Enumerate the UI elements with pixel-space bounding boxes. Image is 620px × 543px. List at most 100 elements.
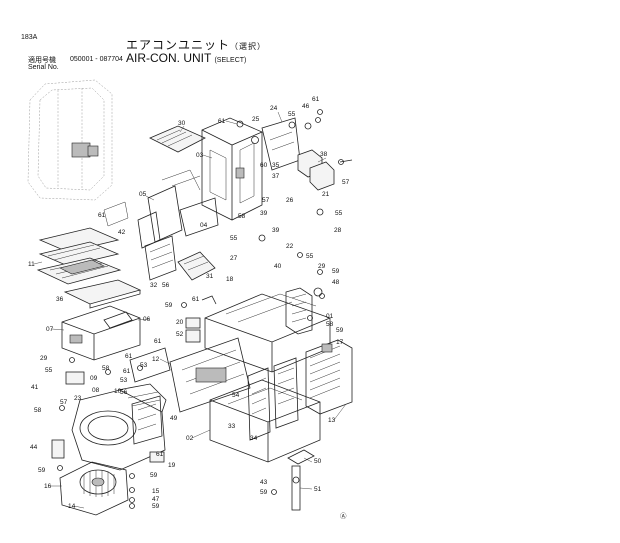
callout-60: 60 <box>260 162 268 169</box>
serial-label-jp: 適用号機 <box>28 56 56 64</box>
callout-59: 59 <box>260 489 268 496</box>
callout-61: 61 <box>98 212 106 219</box>
callout-47: 47 <box>152 496 160 503</box>
serial-range: 050001 - 087704 <box>70 56 123 63</box>
callout-22: 22 <box>286 243 294 250</box>
callout-25: 25 <box>252 116 260 123</box>
callout-59: 59 <box>150 472 158 479</box>
part-09-blower-housing <box>129 337 251 413</box>
part-11-filter-stack <box>36 227 122 285</box>
part-32-panel <box>144 235 177 281</box>
callout-42: 42 <box>118 229 126 236</box>
callout-61: 61 <box>156 451 164 458</box>
callout-61: 61 <box>218 118 226 125</box>
callout-21: 21 <box>322 191 330 198</box>
callout-labels: 30 61 03 25 24 55 46 61 38 60 35 37 21 5… <box>28 96 350 510</box>
part-36-plate <box>63 279 142 309</box>
part-05-cover <box>103 169 219 249</box>
callout-37: 37 <box>272 173 280 180</box>
callout-11: 11 <box>28 261 35 268</box>
callout-55: 55 <box>288 111 296 118</box>
callout-54: 54 <box>232 392 240 399</box>
callout-61: 61 <box>154 338 162 345</box>
cab-ghost-outline <box>27 79 113 201</box>
callout-09: 09 <box>90 375 98 382</box>
callout-56: 56 <box>120 389 128 396</box>
callout-55: 55 <box>335 210 343 217</box>
callout-57: 57 <box>342 179 350 186</box>
title-japanese: エアコンユニット（選択） <box>126 36 266 53</box>
footer-mark: Ⓐ <box>340 512 347 520</box>
callout-58: 58 <box>34 407 42 414</box>
callout-44: 44 <box>30 444 38 451</box>
title-jp-sub: （選択） <box>230 42 267 51</box>
callout-61: 61 <box>312 96 320 103</box>
part-38-actuator <box>297 149 353 191</box>
callout-13: 13 <box>328 417 336 424</box>
callout-27: 27 <box>230 255 238 262</box>
callout-02: 02 <box>186 435 194 442</box>
fastener-set <box>51 109 344 509</box>
callout-56: 56 <box>162 282 170 289</box>
callout-20: 20 <box>176 319 184 326</box>
callout-28: 28 <box>334 227 342 234</box>
callout-58: 58 <box>238 213 246 220</box>
callout-35: 35 <box>272 162 280 169</box>
callout-03: 03 <box>196 152 204 159</box>
callout-50: 50 <box>314 458 322 465</box>
callout-57: 57 <box>262 197 270 204</box>
serial-label-en: Serial No. <box>28 64 59 71</box>
callout-10: 10 <box>114 388 122 395</box>
callout-55: 55 <box>45 367 53 374</box>
callout-59: 59 <box>336 327 344 334</box>
callout-14: 14 <box>68 503 76 510</box>
callout-16: 16 <box>44 483 52 490</box>
part-01-main-case <box>204 287 331 373</box>
callout-53: 53 <box>120 377 128 384</box>
part-30-duct <box>149 125 206 153</box>
part-03-upper-case <box>201 117 263 221</box>
title-en-main: AIR-CON. UNIT <box>126 51 212 65</box>
callout-58: 58 <box>102 365 110 372</box>
callout-58: 58 <box>326 321 334 328</box>
callout-41: 41 <box>31 384 39 391</box>
callout-04: 04 <box>200 222 208 229</box>
part-20-52-fittings <box>185 295 217 343</box>
part-13-heater-core <box>305 339 353 415</box>
page-code: 183A <box>21 34 38 41</box>
callout-53: 53 <box>140 362 148 369</box>
callout-08: 08 <box>92 387 100 394</box>
callout-15: 15 <box>152 488 160 495</box>
callout-39: 39 <box>260 210 268 217</box>
callout-36: 36 <box>56 296 64 303</box>
callout-40: 40 <box>274 263 282 270</box>
leader-lines <box>33 111 347 509</box>
callout-18: 18 <box>226 276 234 283</box>
part-16-blower-wheel <box>59 461 129 516</box>
callout-49: 49 <box>170 415 178 422</box>
callout-46: 46 <box>302 103 310 110</box>
callout-51: 51 <box>314 486 322 493</box>
callout-55: 55 <box>306 253 314 260</box>
callout-31: 31 <box>206 273 214 280</box>
part-50-drain <box>287 449 315 511</box>
part-23-fan-scroll <box>71 383 167 471</box>
callout-07: 07 <box>46 326 54 333</box>
title-english: AIR-CON. UNIT (SELECT) <box>126 51 246 65</box>
title-jp-main: エアコンユニット <box>126 38 231 52</box>
callout-52: 52 <box>176 331 184 338</box>
callout-59: 59 <box>38 467 46 474</box>
callout-29: 29 <box>318 263 326 270</box>
callout-61: 61 <box>125 353 133 360</box>
callout-55: 55 <box>230 235 238 242</box>
callout-48: 48 <box>332 279 340 286</box>
callout-24: 24 <box>270 105 278 112</box>
callout-34: 34 <box>250 435 258 442</box>
part-07-blower-case <box>61 305 141 361</box>
callout-33: 33 <box>228 423 236 430</box>
callout-61: 61 <box>192 296 200 303</box>
callout-38: 38 <box>320 151 328 158</box>
callout-39: 39 <box>272 227 280 234</box>
title-en-sub: (SELECT) <box>214 57 247 64</box>
part-31-damper <box>177 251 216 281</box>
